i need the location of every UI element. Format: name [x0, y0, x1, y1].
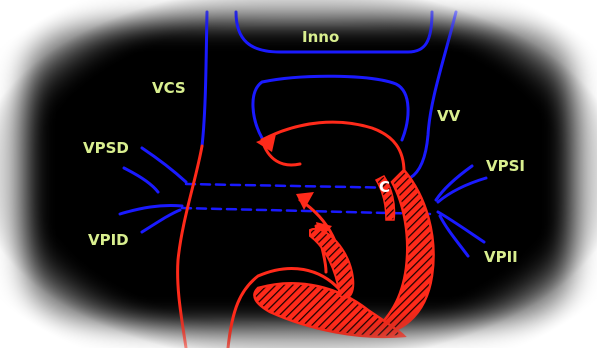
label-inno: Inno [302, 28, 339, 46]
label-vpsd: VPSD [83, 139, 129, 157]
label-vpid: VPID [88, 231, 129, 249]
label-vpsi: VPSI [486, 157, 525, 175]
label-c: C [379, 178, 390, 196]
label-vpii: VPII [484, 248, 518, 266]
label-vcs: VCS [152, 79, 186, 97]
label-vv: VV [437, 107, 461, 125]
